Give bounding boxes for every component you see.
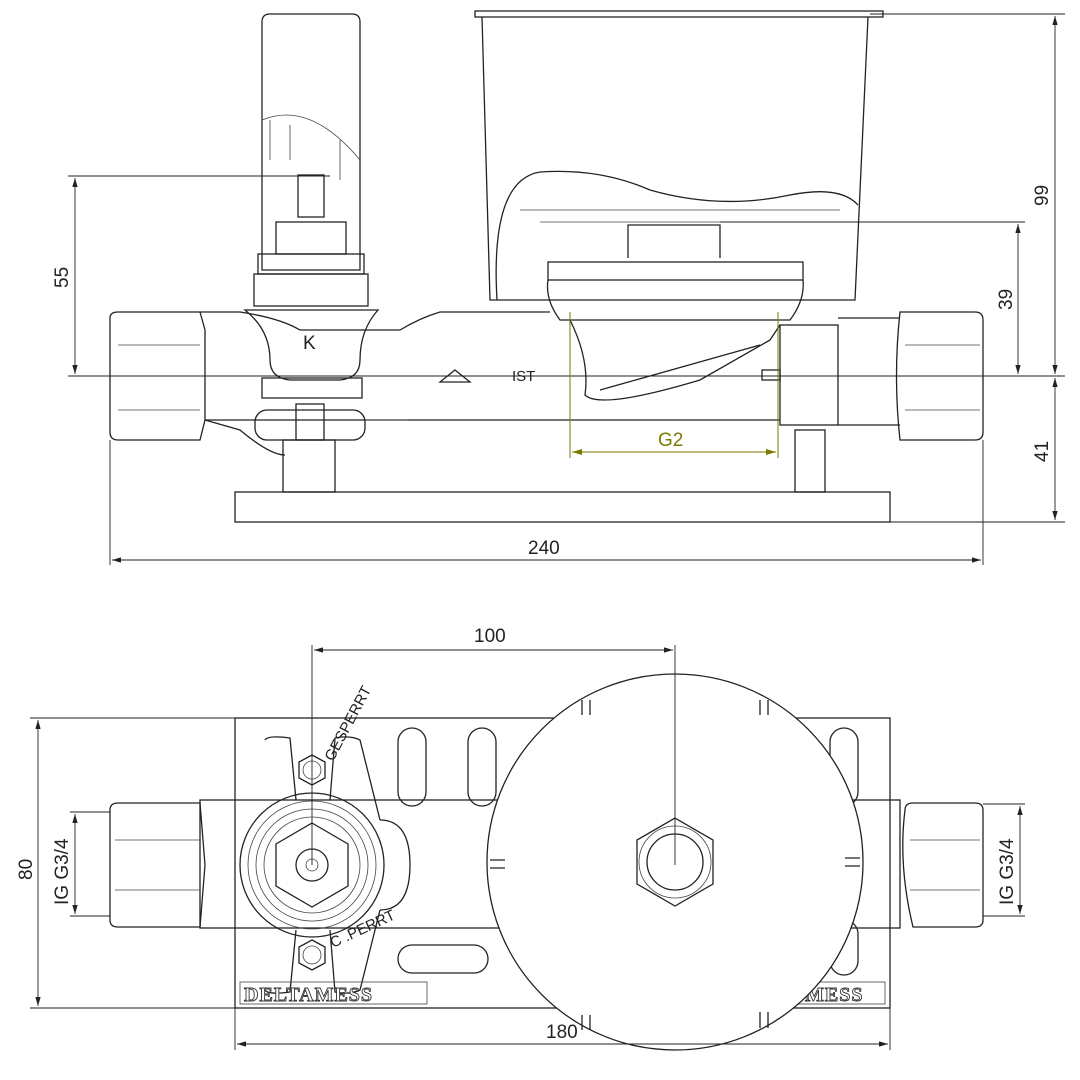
side-view: K IST 55 99 39 41 240	[52, 10, 1065, 565]
dim-39: 39	[996, 289, 1017, 310]
left-fitting-top	[109, 802, 206, 928]
right-fitting	[761, 311, 984, 441]
filter-bowl	[474, 10, 884, 401]
dim-thread-right: IG G3/4	[997, 838, 1018, 905]
right-fitting-top	[902, 802, 984, 928]
dim-100: 100	[474, 626, 506, 647]
dim-99: 99	[1032, 185, 1053, 206]
dim-55: 55	[52, 267, 73, 288]
base-plate	[234, 491, 891, 523]
shutoff-valve	[243, 13, 408, 441]
top-view: GESPERRT C .PERRT DELTAMESS MESS 100 80 …	[16, 626, 1025, 1051]
dim-80: 80	[16, 859, 37, 880]
dim-240: 240	[528, 538, 560, 559]
right-support	[794, 429, 826, 493]
label-ist: IST	[512, 368, 535, 385]
dim-g2: G2	[658, 430, 683, 451]
brand-logo-left: DELTAMESS	[244, 984, 373, 1006]
dim-180: 180	[546, 1022, 578, 1043]
valve-top	[239, 736, 411, 994]
label-locked-bottom: C .PERRT	[328, 907, 398, 952]
dim-thread-left: IG G3/4	[52, 838, 73, 905]
left-support	[282, 439, 336, 493]
dim-41: 41	[1032, 441, 1053, 462]
label-k: K	[303, 333, 316, 354]
pipe-top	[200, 311, 550, 331]
label-locked-top: GESPERRT	[322, 683, 376, 764]
brand-logo-right: MESS	[805, 984, 863, 1006]
